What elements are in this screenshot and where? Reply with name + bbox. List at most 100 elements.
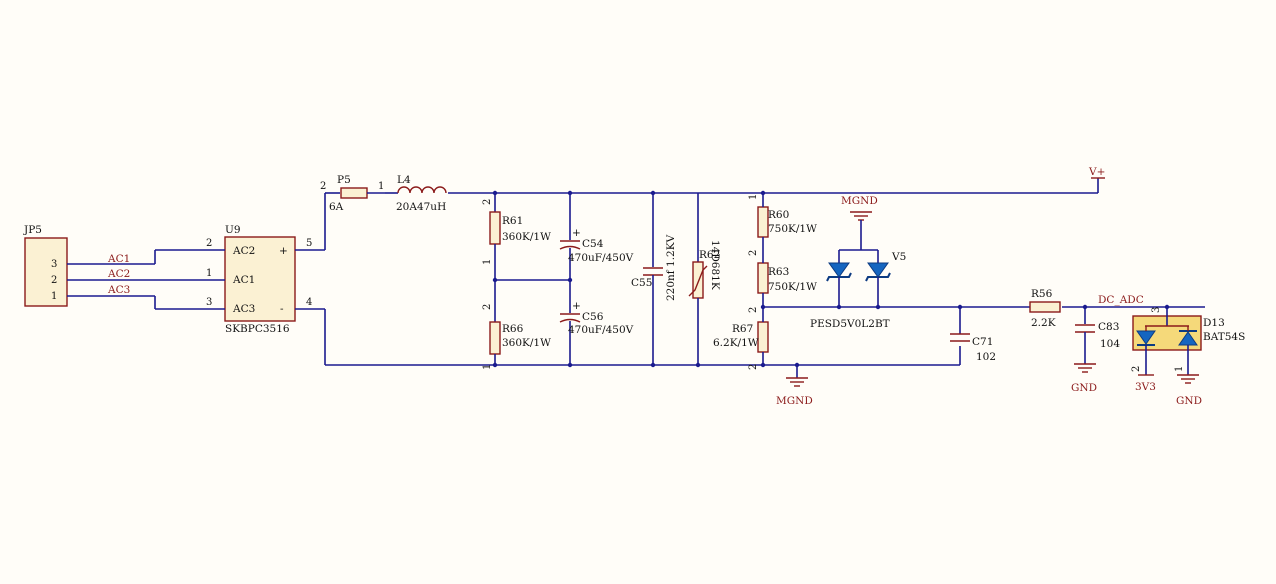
vplus-label: V+	[1088, 166, 1105, 178]
c55-ref: C55	[631, 277, 652, 289]
capacitor-c54[interactable]: + C54 470uF/450V	[559, 193, 634, 280]
r60-ref: R60	[768, 209, 789, 221]
r61-value: 360K/1W	[502, 231, 551, 243]
fuse-p5[interactable]: P5 2 1 6A	[320, 174, 385, 213]
r61-pin-bot: 1	[482, 259, 493, 265]
u9-pin-ac2: AC2	[232, 245, 255, 257]
u9-minus: -	[280, 303, 284, 315]
c55-value: 220nf 1.2KV	[665, 234, 677, 301]
net-ac2: AC2	[107, 268, 130, 280]
r66-ref: R66	[502, 323, 524, 335]
capacitor-c83[interactable]: C83 104 GND	[1071, 307, 1120, 394]
p5-value: 6A	[329, 201, 344, 213]
net-ac3: AC3	[107, 284, 130, 296]
r67-body	[757, 321, 769, 353]
varistor-r62[interactable]: R62 14D681K	[688, 193, 721, 365]
u9-pin-ac3: AC3	[232, 303, 255, 315]
vplus-symbol: V+	[1088, 166, 1105, 179]
jp5-pin-1: 1	[51, 291, 57, 302]
r67-ref: R67	[732, 323, 753, 335]
resistor-r63[interactable]: R63 750K/1W 2	[748, 262, 817, 313]
l4-value: 20A47uH	[396, 201, 446, 213]
r56-ref: R56	[1031, 288, 1053, 300]
p5-pin-1: 1	[378, 181, 384, 192]
jp5-body	[24, 237, 68, 307]
p5-pin-2: 2	[320, 181, 326, 192]
d13-pin-2: 2	[1131, 366, 1142, 372]
inductor-l4[interactable]: L4 20A47uH	[396, 174, 447, 213]
v5-diode-left	[828, 262, 850, 278]
resistor-r67[interactable]: R67 6.2K/1W 2	[713, 321, 769, 370]
resistor-r66[interactable]: R66 360K/1W 2 1	[482, 304, 551, 370]
capacitor-c71[interactable]: C71 102	[950, 333, 996, 363]
ac-wires	[67, 249, 195, 310]
r61-body	[489, 211, 501, 245]
l4-ref: L4	[397, 174, 411, 186]
r62-ref: R62	[699, 249, 720, 261]
mgnd-bottom-symbol: MGND	[776, 365, 813, 407]
c83-value: 104	[1100, 338, 1120, 350]
c71-value: 102	[976, 351, 996, 363]
r63-pin-bot: 2	[748, 307, 759, 313]
r60-value: 750K/1W	[768, 223, 817, 235]
v5-part: PESD5V0L2BT	[810, 318, 890, 330]
u9-part: SKBPC3516	[225, 323, 290, 335]
c56-value: 470uF/450V	[568, 324, 634, 336]
p5-ref: P5	[337, 174, 351, 186]
jp5-pin-2: 2	[51, 275, 57, 286]
net-dc-adc: DC_ADC	[1098, 294, 1144, 306]
u9-pinnum-5: 5	[306, 238, 312, 249]
d13-ref: D13	[1203, 317, 1225, 329]
diode-d13[interactable]: D13 BAT54S 3 2 1 3V3 GND	[1131, 307, 1245, 407]
d13-pin-3: 3	[1151, 307, 1162, 313]
resistor-r56[interactable]: R56 2.2K	[1029, 288, 1061, 329]
c54-value: 470uF/450V	[568, 252, 634, 264]
mgnd-bottom-label: MGND	[776, 395, 813, 407]
capacitor-c55[interactable]: C55 220nf 1.2KV	[631, 193, 677, 365]
c54-ref: C54	[582, 238, 604, 250]
capacitor-c56[interactable]: + C56 470uF/450V	[559, 280, 634, 365]
c56-ref: C56	[582, 311, 604, 323]
r62-body	[692, 261, 704, 299]
gnd1-label: GND	[1071, 382, 1097, 394]
r66-pin-top: 2	[482, 304, 493, 310]
jp5-pin-3: 3	[51, 259, 57, 270]
u9-pin-ac1: AC1	[232, 274, 255, 286]
r67-value: 6.2K/1W	[713, 337, 759, 349]
resistor-r60[interactable]: R60 750K/1W 1 2	[748, 194, 817, 256]
bridge-u9[interactable]: U9 AC2 AC1 AC3 + - SKBPC3516 2 1 3 5 4	[195, 224, 325, 335]
c71-ref: C71	[972, 336, 993, 348]
c83-ref: C83	[1098, 321, 1119, 333]
r56-value: 2.2K	[1031, 317, 1056, 329]
c56-plus: +	[572, 300, 581, 312]
r61-ref: R61	[502, 215, 523, 227]
d13-part: BAT54S	[1203, 331, 1245, 343]
u9-pinnum-3: 3	[206, 297, 212, 308]
r60-pin-top: 1	[748, 194, 759, 200]
r60-body	[757, 206, 769, 238]
r62-slash	[688, 265, 708, 297]
jp5-ref: JP5	[23, 224, 42, 236]
net-ac1: AC1	[107, 253, 130, 265]
connector-jp5[interactable]: JP5 3 2 1	[23, 224, 68, 307]
v5-ref: V5	[891, 251, 906, 263]
r60-pin-bot: 2	[748, 250, 759, 256]
r56-body	[1029, 301, 1061, 313]
r66-body	[489, 321, 501, 355]
gnd2-label: GND	[1176, 395, 1202, 407]
u9-pinnum-2: 2	[206, 238, 212, 249]
v5-diode-right	[867, 262, 889, 278]
u9-pinnum-1: 1	[206, 268, 212, 279]
tvs-v5[interactable]: MGND V5 PESD5V0L2BT	[810, 195, 906, 330]
r67-pin-bot: 2	[748, 364, 759, 370]
r63-ref: R63	[768, 266, 789, 278]
r63-value: 750K/1W	[768, 281, 817, 293]
r61-pin-top: 2	[482, 199, 493, 205]
resistor-r61[interactable]: R61 360K/1W 2 1	[482, 193, 551, 322]
mgnd-top-label: MGND	[841, 195, 878, 207]
r66-value: 360K/1W	[502, 337, 551, 349]
r63-body	[757, 262, 769, 294]
main-wires	[324, 178, 1205, 366]
